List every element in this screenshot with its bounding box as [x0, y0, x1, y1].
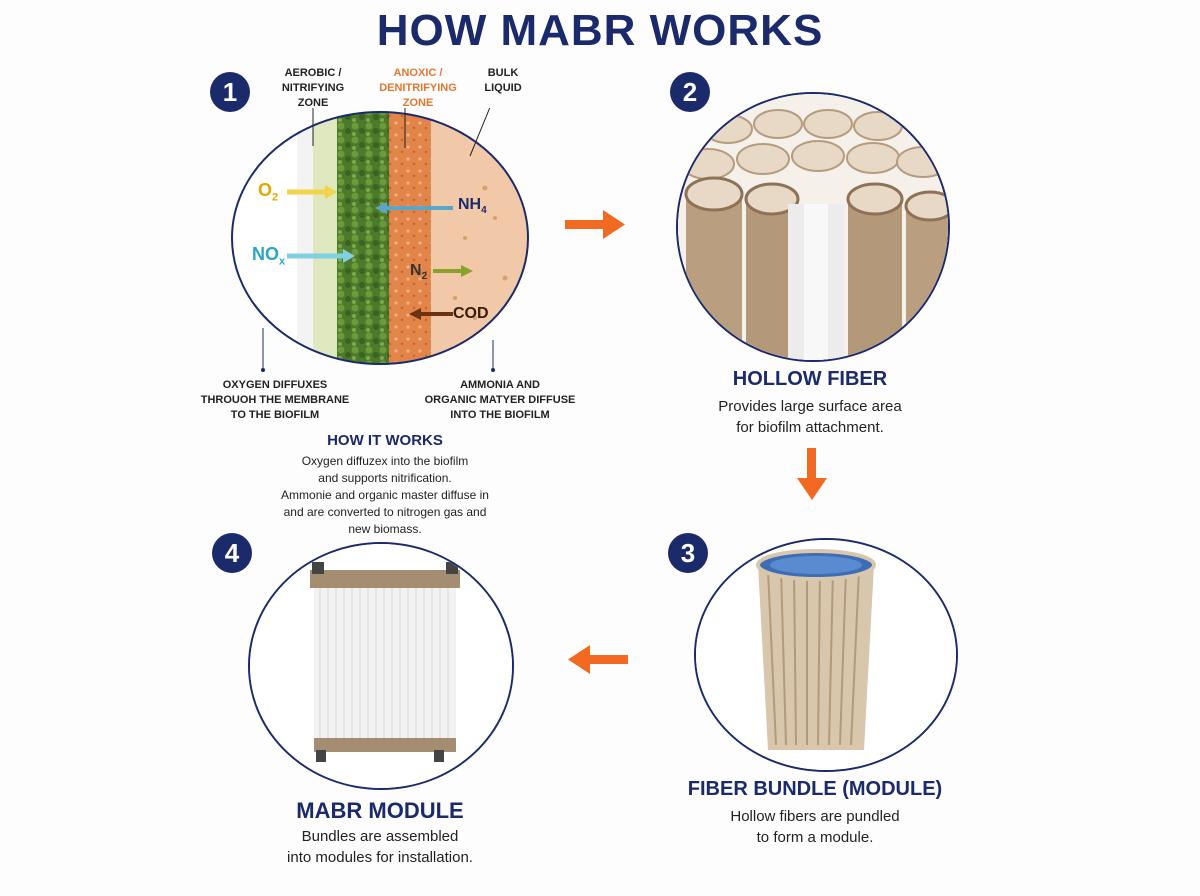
fiber-bundle-description-line1: Hollow fibers are pundled — [730, 808, 900, 825]
hollow-fiber-description-line2: for biofilm attachment. — [736, 419, 884, 436]
aerobic-membrane-layer — [313, 112, 337, 364]
how-it-works-line4: and are converted to nitrogen gas and — [283, 505, 487, 519]
oxygen-diffusion-note-line3: TO THE BIOFILM — [230, 409, 320, 421]
step-3-number-badge: 3 — [668, 533, 708, 573]
ammonia-diffusion-note-line1: AMMONIA AND — [460, 379, 540, 391]
n2-label-text: N — [410, 262, 422, 279]
ammonia-diffusion-note: AMMONIA AND ORGANIC MATYER DIFFUSE INTO … — [420, 378, 580, 423]
mabr-module-description-line1: Bundles are assembled — [301, 828, 459, 845]
fiber-bundle-description: Hollow fibers are pundled to form a modu… — [690, 806, 940, 848]
membrane-wall — [297, 112, 313, 364]
how-it-works-heading: HOW IT WORKS — [327, 432, 443, 449]
hollow-fiber-description-line1: Provides large surface area — [718, 398, 902, 415]
page-title: HOW MABR WORKS — [376, 6, 824, 55]
mabr-module-description: Bundles are assembled into modules for i… — [250, 826, 510, 868]
nh4-label-subscript: 4 — [481, 205, 487, 217]
biofilm-cross-section-diagram — [231, 108, 529, 372]
how-it-works-line2: and supports nitrification. — [318, 471, 452, 485]
o2-label-subscript: 2 — [272, 191, 279, 204]
oxygen-diffusion-note-line1: OXYGEN DIFFUXES — [222, 379, 328, 391]
bulk-liquid-label-line2: LIQUID — [484, 82, 522, 94]
n2-label-subscript: 2 — [421, 271, 428, 283]
oxygen-diffusion-note: OXYGEN DIFFUXES THROUOH THE MEMBRANE TO … — [190, 378, 360, 423]
how-it-works-line5: new biomass. — [348, 522, 422, 536]
ammonia-diffusion-note-line2: ORGANIC MATYER DIFFUSE — [424, 394, 576, 406]
fiber-bundle-image — [694, 538, 958, 772]
hollow-fiber-description: Provides large surface area for biofilm … — [680, 396, 940, 438]
anoxic-zone-label-line2: DENITRIFYING — [379, 82, 457, 94]
hollow-fiber-image — [676, 92, 950, 362]
anoxic-zone-label-line1: ANOXIC / — [393, 67, 443, 79]
mabr-module-description-line2: into modules for installation. — [287, 849, 473, 866]
cod-label: COD — [453, 305, 489, 322]
anoxic-biofilm-layer — [389, 112, 431, 364]
o2-label: O2 — [258, 180, 278, 204]
nox-label-text: NO — [252, 244, 279, 264]
mabr-module-heading: MABR MODULE — [296, 798, 464, 823]
nh4-label-text: NH — [458, 196, 482, 213]
arrow-left-icon — [568, 645, 628, 674]
n2-label: N2 — [410, 262, 427, 282]
hollow-fiber-heading: HOLLOW FIBER — [732, 368, 888, 390]
arrow-right-icon — [565, 210, 625, 239]
step-1-number-badge: 1 — [210, 72, 250, 112]
nox-label: NOx — [252, 244, 285, 268]
fiber-bundle-description-line2: to form a module. — [756, 829, 874, 846]
oxygen-diffusion-note-line2: THROUOH THE MEMBRANE — [200, 394, 350, 406]
step-2-number-badge: 2 — [670, 72, 710, 112]
nox-label-subscript: x — [279, 255, 286, 268]
aerobic-biofilm-layer — [337, 112, 389, 364]
anoxic-zone-label: ANOXIC / DENITRIFYING ZONE — [368, 66, 468, 111]
aerobic-zone-label-line3: ZONE — [297, 97, 329, 109]
mabr-module-image — [248, 542, 514, 790]
bulk-liquid-label: BULK LIQUID — [478, 66, 528, 96]
aerobic-zone-label-line1: AEROBIC / — [284, 67, 342, 79]
arrow-down-icon — [797, 448, 827, 500]
how-it-works-line1: Oxygen diffuzex into the biofilm — [301, 454, 469, 468]
how-it-works-line3: Ammonie and organic master diffuse in — [281, 488, 489, 502]
nh4-label: NH4 — [458, 196, 487, 216]
step-4-number-badge: 4 — [212, 533, 252, 573]
bulk-liquid-label-line1: BULK — [487, 67, 519, 79]
ammonia-diffusion-note-line3: INTO THE BIOFILM — [450, 409, 550, 421]
o2-label-text: O — [258, 180, 273, 200]
fiber-bundle-heading: FIBER BUNDLE (MODULE) — [687, 778, 943, 800]
anoxic-zone-label-line3: ZONE — [402, 97, 434, 109]
aerobic-zone-label-line2: NITRIFYING — [281, 82, 345, 94]
aerobic-zone-label: AEROBIC / NITRIFYING ZONE — [268, 66, 358, 111]
how-it-works-panel: HOW IT WORKS Oxygen diffuzex into the bi… — [260, 432, 510, 538]
